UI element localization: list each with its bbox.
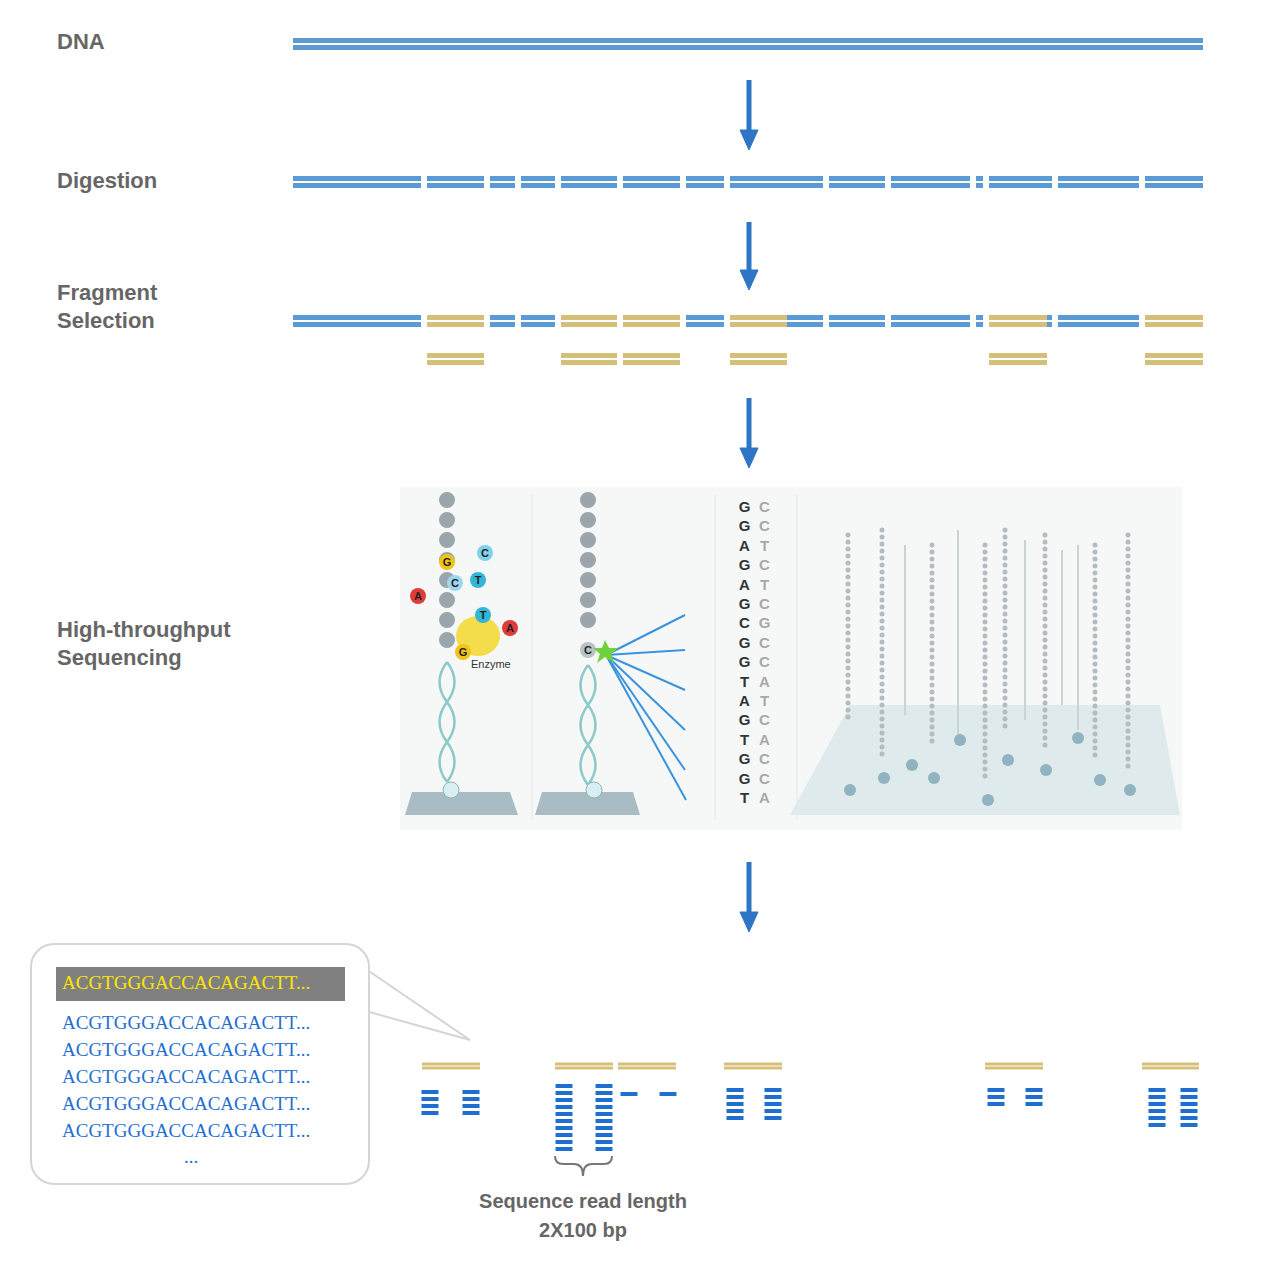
read-sequence: ... <box>184 1145 198 1169</box>
illustration-ground <box>400 487 1182 830</box>
bead-chain <box>439 500 455 645</box>
fragment-gap <box>293 181 1203 183</box>
highlighted-read: ACGTGGGACCACAGACTT... <box>56 967 345 1001</box>
dna-fragments <box>293 176 1203 188</box>
nucleotides <box>410 545 518 660</box>
base-letter: C <box>580 642 596 658</box>
nucleotide <box>580 642 596 658</box>
base-letter: T <box>470 572 486 588</box>
base-letter: C <box>477 545 493 561</box>
base-letter: C <box>447 575 463 591</box>
anchors <box>844 732 1136 806</box>
read-sequence: ACGTGGGACCACAGACTT... <box>62 971 310 995</box>
callout-bubble: ACGTGGGACCACAGACTT... ACGTGGGACCACAGACTT.… <box>30 943 370 1185</box>
stage-label: Fragment Selection <box>57 279 207 335</box>
stage-label: High-throughput Sequencing <box>57 616 287 672</box>
base-letter: G <box>439 554 455 570</box>
flow-cell <box>405 792 518 815</box>
read-sequence: ACGTGGGACCACAGACTT... <box>62 1065 310 1089</box>
panel-dividers <box>532 495 797 820</box>
bead-chain <box>580 500 596 630</box>
fragment-gap <box>427 358 1203 360</box>
complement-column: CCTCTCGCCATCACCA <box>757 497 772 808</box>
fragment-gap <box>293 320 1203 322</box>
anchor <box>586 782 602 798</box>
read-sequence: ACGTGGGACCACAGACTT... <box>62 1119 310 1143</box>
fragment-gap <box>422 1066 1199 1067</box>
read-sequence: ACGTGGGACCACAGACTT... <box>62 1011 310 1035</box>
selected-copies <box>427 353 1203 365</box>
anchor <box>443 782 459 798</box>
growing-strands <box>905 530 1078 735</box>
read-sequence: ACGTGGGACCACAGACTT... <box>62 1092 310 1116</box>
dna-helix <box>440 662 455 782</box>
base-letter: A <box>410 588 426 604</box>
dna-strand-gap <box>293 43 1203 45</box>
fluorescent-signal <box>593 640 618 663</box>
sequence-column: GGAGAGCGGTAGTGGT <box>737 497 752 808</box>
base-letter: A <box>502 620 518 636</box>
dna-strand <box>293 38 1203 50</box>
fluorescence-rays <box>606 615 686 800</box>
base-letter: G <box>455 644 471 660</box>
sequence-reads <box>430 1084 1189 1154</box>
read-length-bracket <box>555 1156 612 1176</box>
stage-label: DNA <box>57 28 105 56</box>
enzyme-label: Enzyme <box>471 658 511 670</box>
selected-fragments <box>422 1063 1199 1070</box>
read-length-value: 2X100 bp <box>433 1218 733 1242</box>
base-letter: T <box>475 607 491 623</box>
dna-helix <box>581 665 596 785</box>
read-sequence: ACGTGGGACCACAGACTT... <box>62 1038 310 1062</box>
read-length-label: Sequence read length <box>433 1189 733 1213</box>
stage-label: Digestion <box>57 167 157 195</box>
sequencing-clusters <box>848 530 1128 780</box>
